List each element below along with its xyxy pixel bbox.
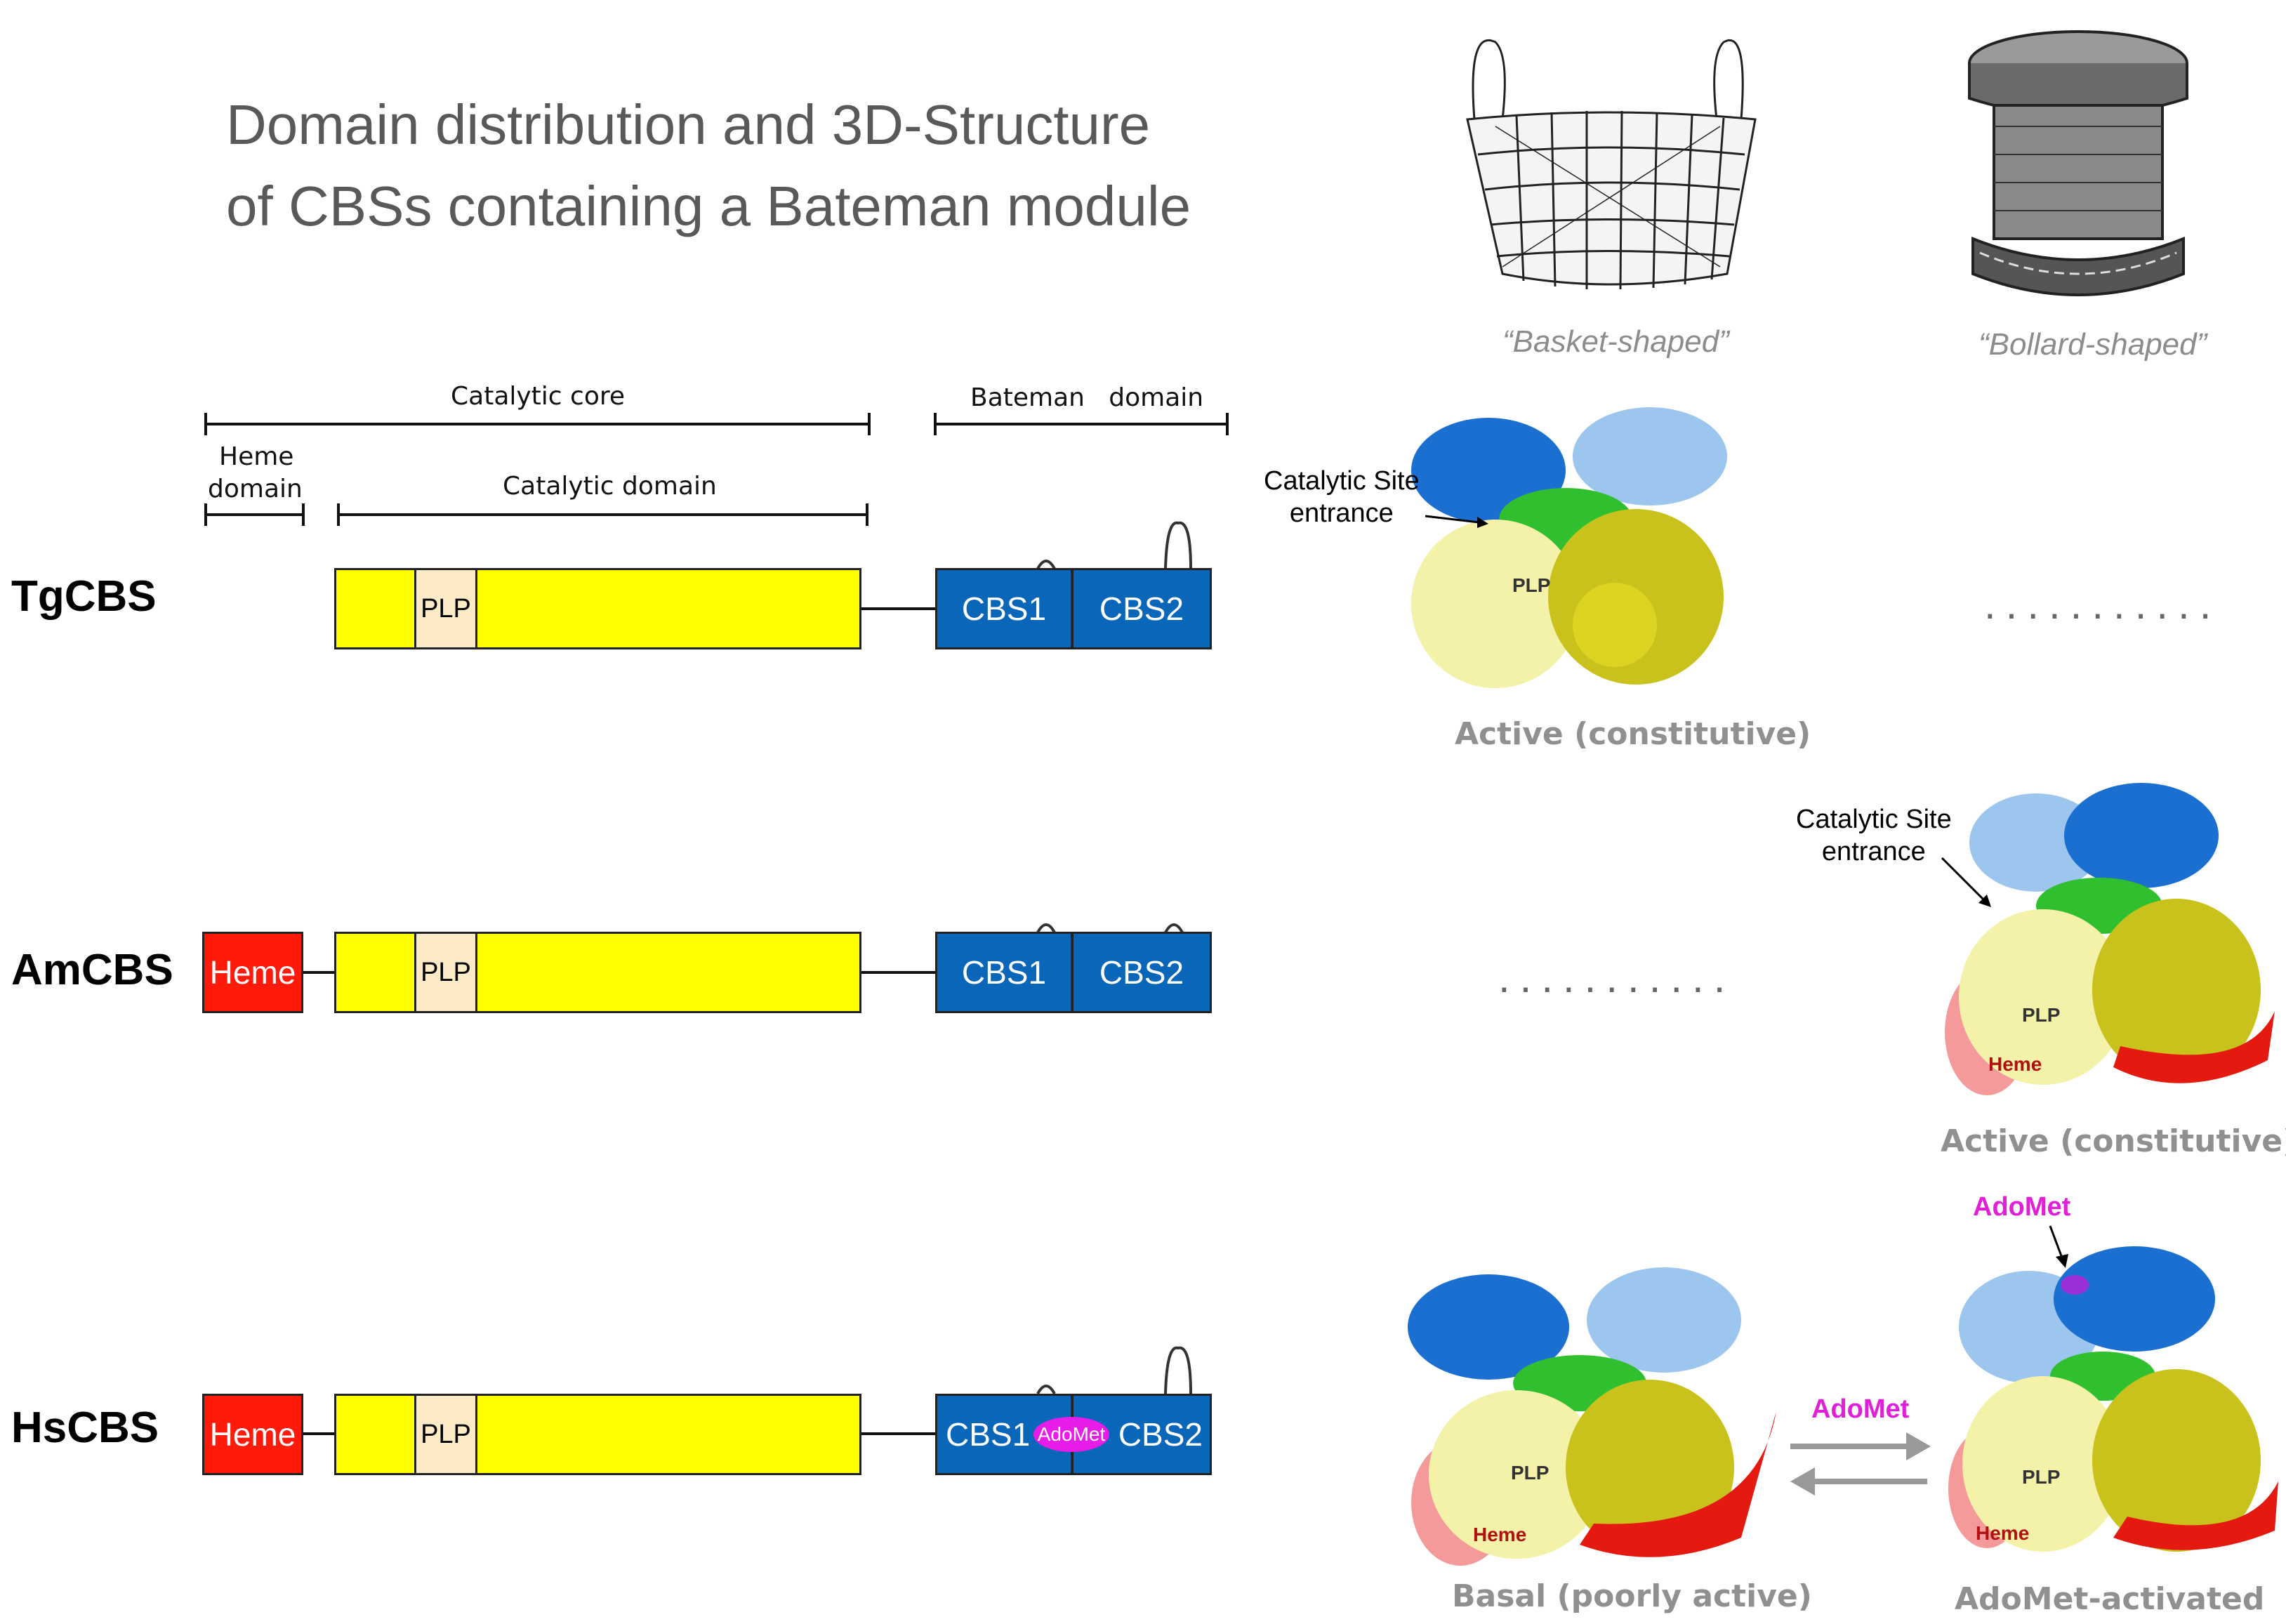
- hscbs-adomet-site: AdoMet: [1033, 1417, 1109, 1452]
- amcbs-site-label: Catalytic Site entrance: [1796, 805, 1952, 866]
- tgcbs-catalytic-domain: [334, 568, 861, 649]
- amcbs-structure: [1945, 783, 2275, 1095]
- hscbs-adomet-label: AdoMet: [1973, 1192, 2071, 1222]
- tgcbs-state-caption: Active (constitutive): [1455, 716, 1811, 752]
- hscbs-basal-caption: Basal (poorly active): [1452, 1578, 1812, 1614]
- bollard-caption: “Bollard-shaped”: [1978, 327, 2207, 362]
- amcbs-heme-box: Heme: [202, 932, 303, 1013]
- hscbs-basal-structure: [1408, 1267, 1776, 1566]
- hscbs-activated-heme: Heme: [1976, 1522, 2030, 1544]
- tgcbs-cbs2-box: CBS2: [1071, 568, 1212, 649]
- hscbs-connectors: [302, 1346, 1192, 1435]
- tgcbs-plp-box: PLP: [414, 568, 477, 649]
- amcbs-structure-plp: PLP: [2022, 1004, 2061, 1026]
- hscbs-activated-structure: [1948, 1246, 2278, 1552]
- amcbs-structure-heme: Heme: [1988, 1053, 2042, 1075]
- row-label-tgcbs: TgCBS: [11, 572, 157, 621]
- tgcbs-connectors: [861, 521, 1192, 610]
- amcbs-placeholder-dots: ...........: [1498, 954, 1736, 1001]
- tgcbs-site-arrow: [1425, 515, 1488, 528]
- hscbs-basal-plp: PLP: [1511, 1462, 1550, 1484]
- tgcbs-site-label: Catalytic Site entrance: [1264, 466, 1420, 528]
- hscbs-activated-plp: PLP: [2022, 1466, 2061, 1488]
- heme-domain-label-1: Heme: [219, 442, 294, 471]
- equilibrium-arrows: [1790, 1432, 1931, 1496]
- tgcbs-structure-plp: PLP: [1512, 574, 1551, 596]
- amcbs-catalytic-domain: [334, 932, 861, 1013]
- domain-brackets: [204, 413, 1229, 526]
- row-label-amcbs: AmCBS: [11, 946, 173, 994]
- row-label-hscbs: HsCBS: [11, 1404, 159, 1452]
- hscbs-catalytic-domain: [334, 1394, 861, 1475]
- amcbs-state-caption: Active (constitutive): [1941, 1123, 2286, 1159]
- basket-caption: “Basket-shaped”: [1502, 324, 1729, 359]
- hscbs-plp-box: PLP: [414, 1394, 477, 1475]
- figure-title: Domain distribution and 3D-Structure of …: [226, 84, 1385, 247]
- amcbs-cbs1-box: CBS1: [935, 932, 1073, 1013]
- amcbs-cbs2-box: CBS2: [1071, 932, 1212, 1013]
- bollard-illustration: [1968, 30, 2188, 296]
- hscbs-cbs2-box: CBS2: [1071, 1394, 1212, 1475]
- equilibrium-adomet-label: AdoMet: [1811, 1394, 1910, 1424]
- amcbs-connectors: [302, 923, 1184, 974]
- tgcbs-placeholder-dots: ...........: [1984, 581, 2221, 628]
- amcbs-plp-box: PLP: [414, 932, 477, 1013]
- title-line-2: of CBSs containing a Bateman module: [226, 175, 1191, 237]
- title-line-1: Domain distribution and 3D-Structure: [226, 93, 1151, 156]
- bateman-domain-label: Bateman domain: [970, 383, 1204, 412]
- catalytic-core-label: Catalytic core: [451, 382, 626, 411]
- tgcbs-structure: [1411, 407, 1727, 688]
- hscbs-basal-heme: Heme: [1473, 1524, 1527, 1545]
- hscbs-adomet-arrow: [2049, 1225, 2068, 1268]
- tgcbs-cbs1-box: CBS1: [935, 568, 1073, 649]
- hscbs-activated-caption: AdoMet-activated: [1955, 1581, 2265, 1617]
- catalytic-domain-label: Catalytic domain: [503, 472, 717, 501]
- hscbs-heme-box: Heme: [202, 1394, 303, 1475]
- amcbs-site-arrow: [1941, 857, 1991, 907]
- basket-illustration: [1466, 39, 1757, 290]
- heme-domain-label-2: domain: [208, 475, 303, 503]
